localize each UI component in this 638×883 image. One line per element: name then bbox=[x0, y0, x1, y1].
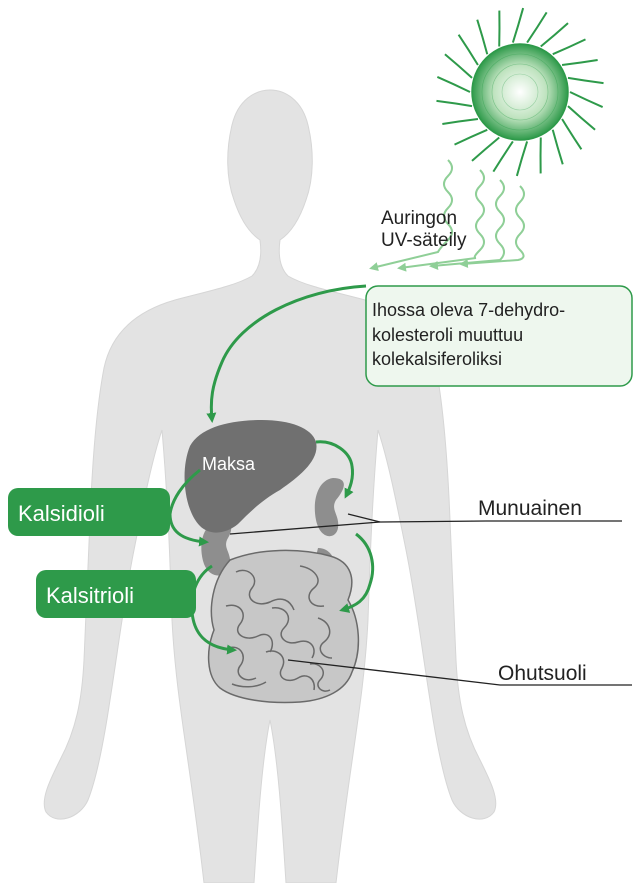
sun-ray bbox=[437, 77, 470, 92]
munuainen-leader bbox=[380, 521, 622, 522]
sun-ray bbox=[477, 20, 487, 55]
sun-ray bbox=[436, 101, 472, 106]
uv-ray-4 bbox=[462, 186, 524, 264]
sun-ray bbox=[442, 119, 478, 124]
sun-ray bbox=[553, 130, 563, 165]
sun-ray bbox=[553, 39, 586, 54]
sun-icon bbox=[436, 8, 603, 176]
uv-radiation-label-line2: UV-säteily bbox=[381, 230, 467, 251]
sun-ray bbox=[517, 141, 527, 175]
uv-radiation-label: Auringon UV-säteily bbox=[381, 208, 467, 251]
sun-ray bbox=[570, 92, 603, 107]
sun-ray bbox=[541, 23, 568, 46]
uv-radiation-label-line1: Auringon bbox=[381, 208, 457, 229]
sun-ray bbox=[472, 137, 499, 160]
sun-ray bbox=[459, 35, 478, 65]
liver-label: Maksa bbox=[202, 454, 256, 474]
munuainen-label: Munuainen bbox=[478, 497, 582, 520]
sun-ray bbox=[568, 78, 604, 83]
sun-ray bbox=[493, 141, 513, 171]
skin-conversion-line3: kolekalsiferoliksi bbox=[372, 349, 502, 369]
kalsitrioli-badge: Kalsitrioli bbox=[36, 570, 196, 618]
small-intestine bbox=[209, 550, 359, 702]
sun-ray bbox=[445, 54, 472, 78]
sun-ray bbox=[568, 106, 595, 130]
kalsitrioli-label: Kalsitrioli bbox=[46, 583, 134, 608]
ohutsuoli-label: Ohutsuoli bbox=[498, 662, 587, 685]
skin-conversion-box: Ihossa oleva 7-dehydro- kolesteroli muut… bbox=[366, 286, 632, 386]
sun-ray bbox=[455, 130, 488, 145]
kalsidioli-label: Kalsidioli bbox=[18, 501, 105, 526]
skin-conversion-line1: Ihossa oleva 7-dehydro- bbox=[372, 300, 565, 320]
skin-conversion-line2: kolesteroli muuttuu bbox=[372, 325, 523, 345]
sun-ray bbox=[562, 60, 598, 65]
kalsidioli-badge: Kalsidioli bbox=[8, 488, 170, 536]
sun-ray bbox=[527, 12, 547, 42]
sun-ray bbox=[562, 119, 581, 149]
sun-ray bbox=[513, 8, 523, 42]
